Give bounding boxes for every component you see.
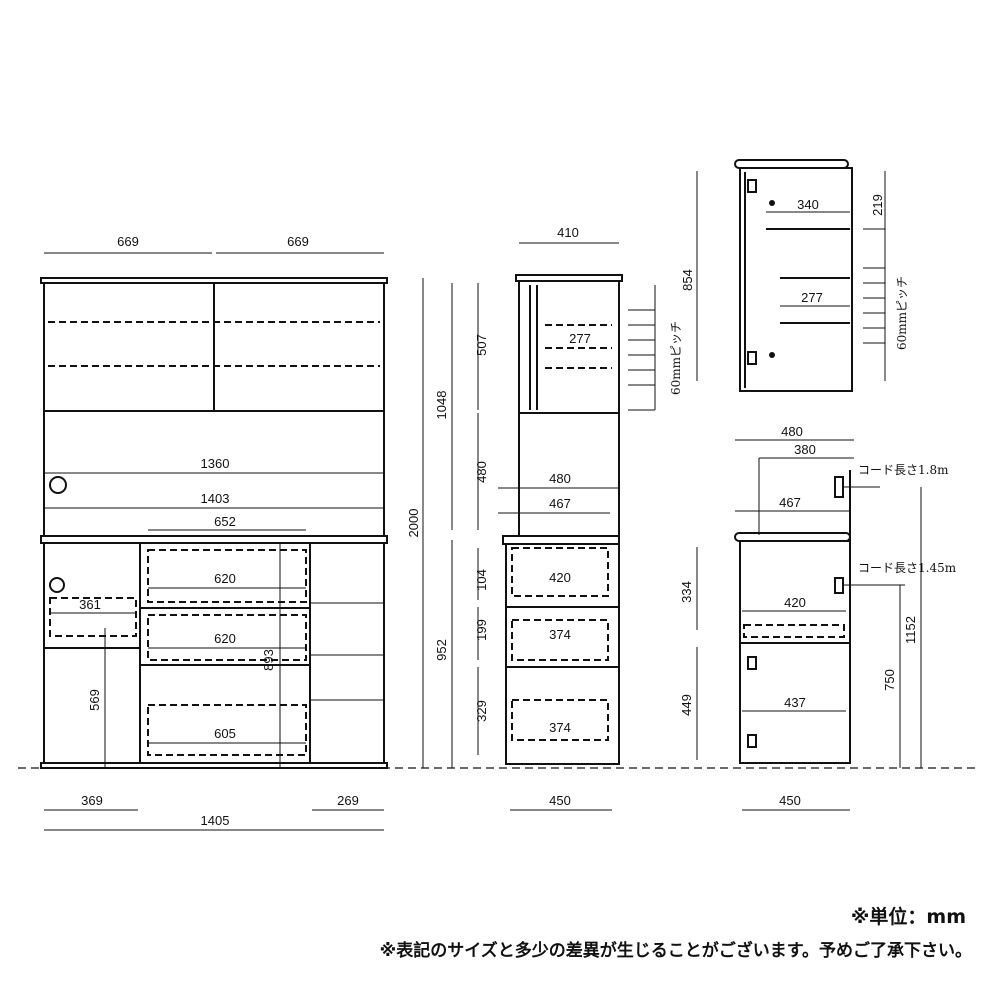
pitch-label: 60mmピッチ [895, 276, 909, 350]
dim-label: 480 [474, 461, 489, 483]
dim-label: 669 [287, 234, 309, 249]
dim-label: 569 [87, 689, 102, 711]
dim-label: 449 [679, 694, 694, 716]
dim-label: 620 [214, 571, 236, 586]
dim-label: 450 [779, 793, 801, 808]
front-view [40, 252, 453, 831]
dim-label: 374 [549, 720, 571, 735]
side-view-full-dimensions: 410 507 277 480 480 467 104 420 199 374 … [474, 225, 683, 808]
dim-label: 420 [549, 570, 571, 585]
dim-label: 340 [797, 197, 819, 212]
hinge-icon [747, 179, 757, 193]
cord-length-label: コード長さ1.45m [858, 561, 957, 575]
dim-label: 620 [214, 631, 236, 646]
dim-label: 199 [474, 619, 489, 641]
dim-label: 420 [784, 595, 806, 610]
side-view-full [477, 242, 656, 811]
dim-label: 480 [781, 424, 803, 439]
dim-label: 2000 [406, 509, 421, 538]
dim-label: 369 [81, 793, 103, 808]
dim-label: 480 [549, 471, 571, 486]
pitch-label: 60mmピッチ [669, 321, 683, 395]
dim-label: 750 [882, 669, 897, 691]
hinge-icon [747, 734, 757, 748]
dim-label: 334 [679, 581, 694, 603]
dim-label: 1403 [201, 491, 230, 506]
dim-label: 450 [549, 793, 571, 808]
dim-label: 1048 [434, 391, 449, 420]
dim-label: 467 [779, 495, 801, 510]
upper-cabinet-dimensions: 854 340 219 277 60mmピッチ [680, 194, 909, 350]
lower-cabinet-side-view [696, 439, 922, 811]
hinge-icon [747, 656, 757, 670]
plug-icon [834, 476, 844, 498]
dim-label: 507 [474, 334, 489, 356]
outlet-icon [49, 476, 67, 494]
dim-label: 669 [117, 234, 139, 249]
dim-label: 329 [474, 700, 489, 722]
dim-label: 104 [474, 569, 489, 591]
dim-label: 1360 [201, 456, 230, 471]
dim-label: 269 [337, 793, 359, 808]
unit-note: ※単位：mm [850, 906, 966, 928]
upper-cabinet-side-view [696, 159, 886, 392]
dim-label: 410 [557, 225, 579, 240]
dim-label: 380 [794, 442, 816, 457]
dim-label: 605 [214, 726, 236, 741]
dim-label: 1152 [903, 616, 918, 644]
dim-label: 361 [79, 597, 101, 612]
outlet-icon [49, 577, 65, 593]
dim-label: 277 [569, 331, 591, 346]
plug-icon [834, 577, 844, 594]
dim-label: 219 [870, 194, 885, 216]
dim-label: 952 [434, 639, 449, 661]
lower-cabinet-dimensions: 480 380 コード長さ1.8m 467 コード長さ1.45m 334 420… [679, 424, 957, 808]
hinge-icon [747, 351, 757, 365]
dim-label: 854 [680, 269, 695, 291]
dim-label: 437 [784, 695, 806, 710]
dim-label: 652 [214, 514, 236, 529]
cord-length-label: コード長さ1.8m [858, 463, 949, 477]
dim-label: 277 [801, 290, 823, 305]
disclaimer-note: ※表記のサイズと多少の差異が生じることがございます。予めご了承下さい。 [379, 941, 972, 961]
dim-label: 374 [549, 627, 571, 642]
dim-label: 893 [261, 649, 276, 671]
dim-label: 467 [549, 496, 571, 511]
dim-label: 1405 [201, 813, 230, 828]
front-view-dimensions: 669 669 1360 1403 652 620 361 620 893 56… [79, 234, 449, 828]
